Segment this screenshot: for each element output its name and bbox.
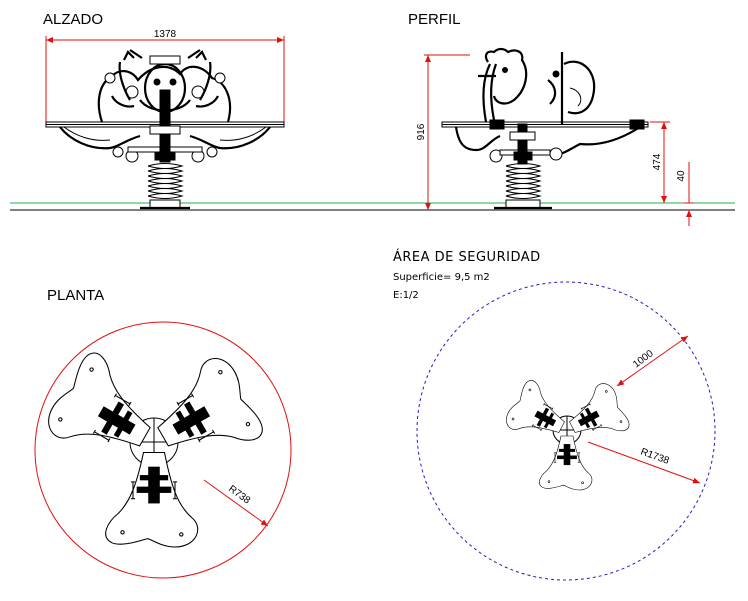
dim-radius-safety: R1738: [639, 446, 671, 467]
perfil-title: PERFIL: [408, 11, 461, 28]
perfil-view: 916 474 40: [416, 47, 694, 226]
safety-area-surface: Superficie= 9,5 m2: [393, 272, 490, 283]
dim-height-total: 916: [416, 123, 427, 140]
dim-radius-planta: R738: [226, 484, 252, 507]
safety-area-view: ÁREA DE SEGURIDAD Superficie= 9,5 m2 E:1…: [393, 249, 716, 581]
dim-width-alzado: 1378: [154, 29, 177, 40]
alzado-view: 1378: [45, 29, 285, 210]
safety-area-scale: E:1/2: [393, 290, 419, 301]
safety-area-title: ÁREA DE SEGURIDAD: [393, 249, 541, 265]
safety-circle: [416, 281, 716, 581]
planta-outer-circle: [34, 321, 292, 579]
planta-title: PLANTA: [47, 287, 104, 304]
alzado-title: ALZADO: [43, 11, 103, 28]
ground-lines: [10, 202, 735, 211]
dim-height-seat: 474: [652, 153, 663, 170]
dim-ground-offset: 40: [676, 170, 687, 182]
planta-view: R738: [34, 321, 292, 579]
